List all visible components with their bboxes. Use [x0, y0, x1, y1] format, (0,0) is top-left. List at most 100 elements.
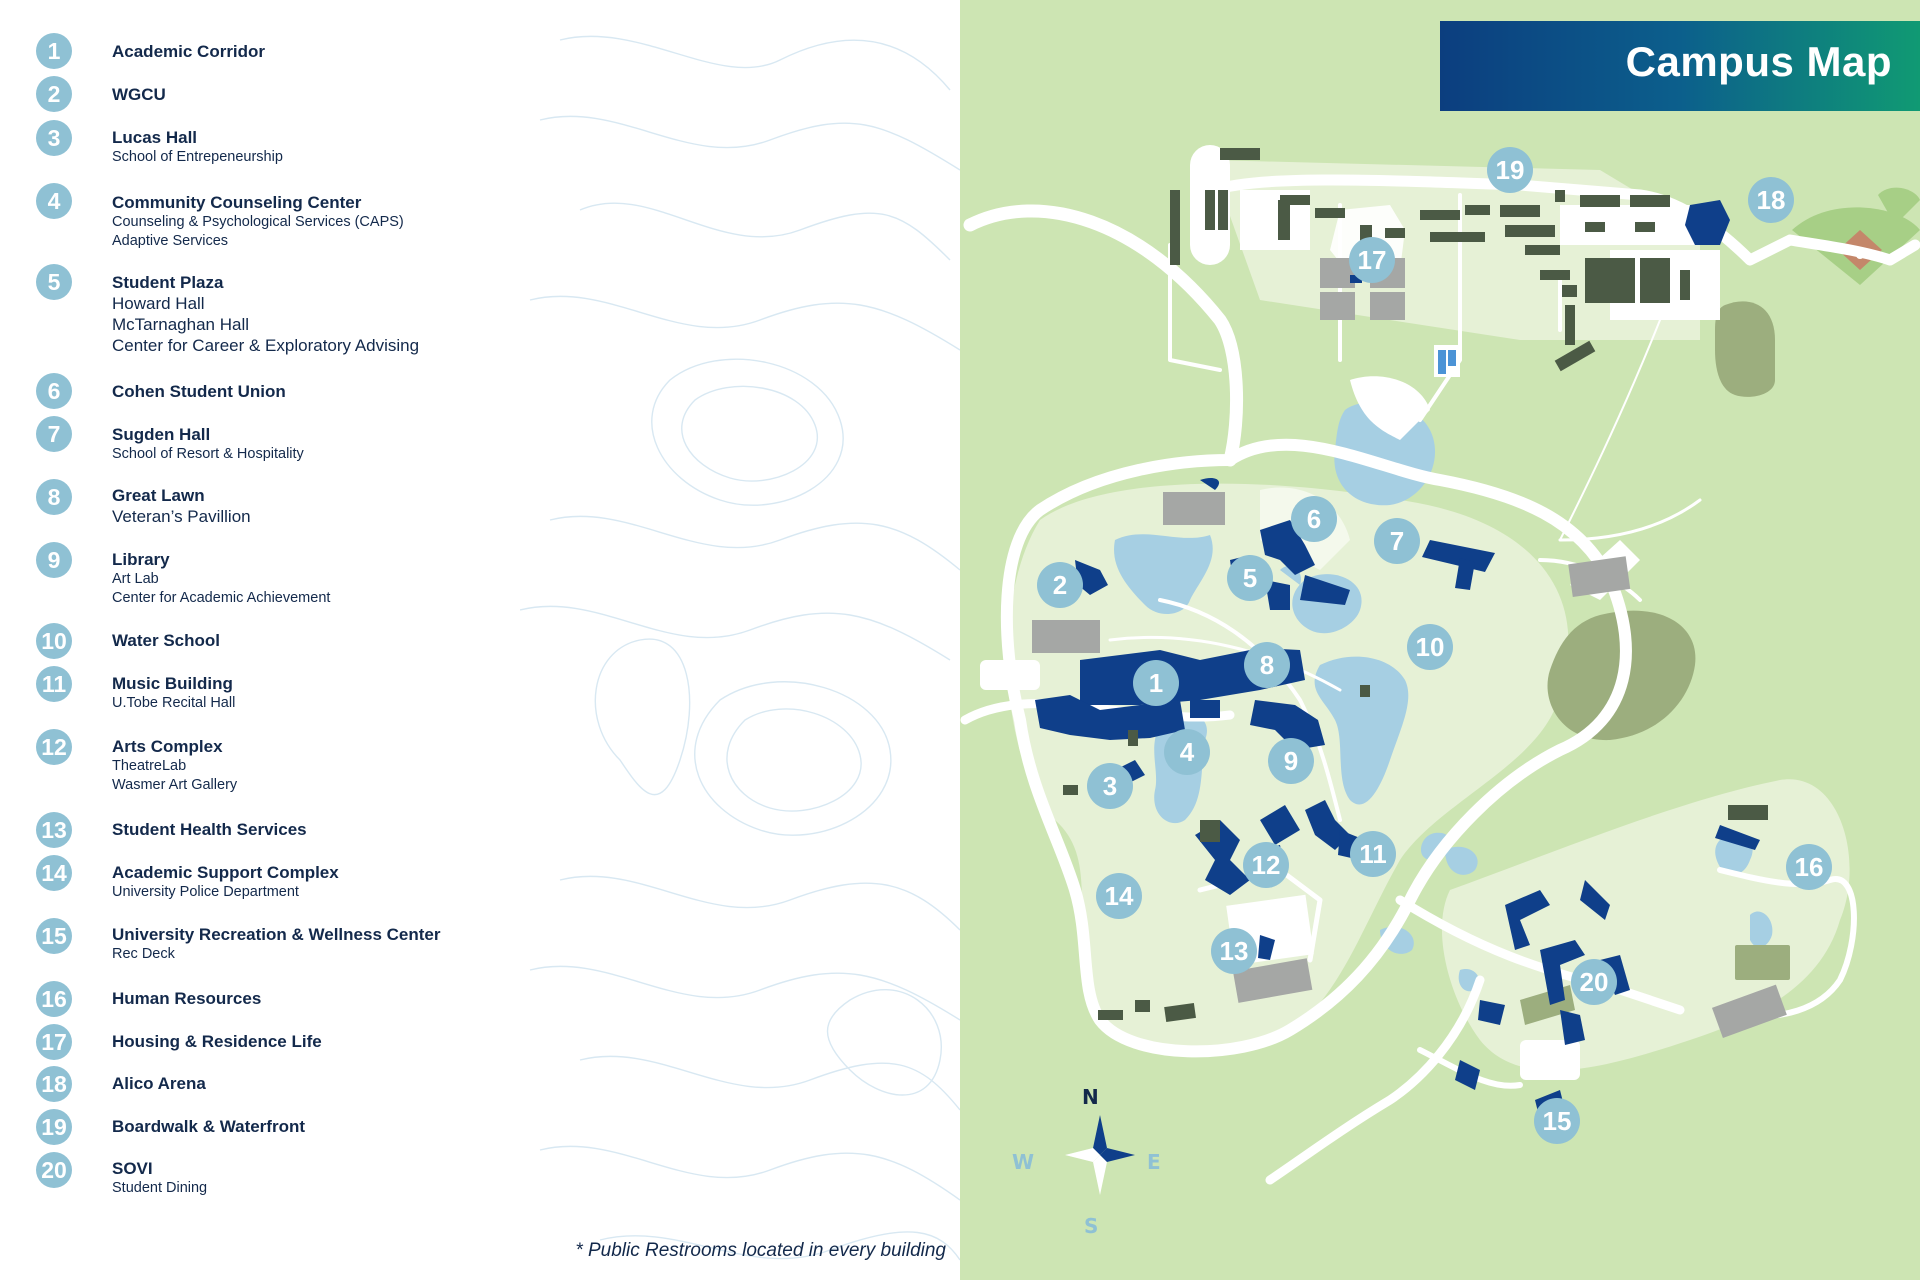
legend-subitem: McTarnaghan Hall: [112, 315, 250, 334]
legend-name: Boardwalk & Waterfront: [112, 1117, 306, 1136]
legend-number-badge: 14: [36, 855, 72, 891]
compass-south-label: S: [1084, 1214, 1099, 1238]
legend-subitem: Veteran’s Pavillion: [112, 507, 251, 526]
legend-text: Cohen Student Union: [112, 382, 286, 402]
legend-number-badge: 8: [36, 479, 72, 515]
service-buildings: [1063, 148, 1768, 1023]
legend-subitem: University Police Department: [112, 884, 299, 900]
legend-number-badge: 13: [36, 812, 72, 848]
pools: [1434, 345, 1460, 377]
legend-text: Community Counseling Center Counseling &…: [112, 193, 404, 251]
legend-number-badge: 2: [36, 76, 72, 112]
legend-number-badge: 19: [36, 1109, 72, 1145]
legend-name: Great Lawn: [112, 486, 205, 505]
topographic-pattern: [520, 35, 960, 1261]
legend-panel: 1 Academic Corridor 2 WGCU 3 Lucas Hall …: [36, 33, 960, 1261]
legend-number-badge: 15: [36, 918, 72, 954]
legend-number-badge: 11: [36, 666, 72, 702]
map-title: Campus Map: [1625, 38, 1892, 85]
legend-name: SOVI: [112, 1159, 153, 1178]
legend-text: Water School: [112, 631, 220, 651]
legend-name: Sugden Hall: [112, 425, 211, 444]
legend-name: WGCU: [112, 85, 166, 104]
legend-name: Student Plaza: [112, 273, 224, 292]
legend-subitem: Counseling & Psychological Services (CAP…: [112, 214, 404, 230]
legend-number-badge: 16: [36, 981, 72, 1017]
map-marker-10[interactable]: 10: [1407, 624, 1453, 670]
legend-subitem: School of Entrepeneurship: [112, 149, 283, 165]
legend-subitem: Howard Hall: [112, 294, 205, 313]
legend-number-badge: 10: [36, 623, 72, 659]
compass-east-label: E: [1147, 1150, 1161, 1174]
map-marker-11[interactable]: 11: [1350, 831, 1396, 877]
legend-name: Water School: [112, 631, 220, 650]
legend-number-badge: 9: [36, 542, 72, 578]
map-marker-9[interactable]: 9: [1268, 738, 1314, 784]
legend-subitem: Adaptive Services: [112, 233, 229, 249]
map-marker-6[interactable]: 6: [1291, 496, 1337, 542]
legend-name: University Recreation & Wellness Center: [112, 925, 441, 944]
legend-number-badge: 7: [36, 416, 72, 452]
legend-text: Sugden Hall School of Resort & Hospitali…: [112, 425, 304, 464]
legend-subitem: TheatreLab: [112, 758, 187, 774]
legend-text: SOVI Student Dining: [112, 1159, 207, 1198]
map-marker-14[interactable]: 14: [1096, 873, 1142, 919]
legend-name: Alico Arena: [112, 1074, 206, 1093]
legend-subitem: Center for Academic Achievement: [112, 590, 331, 606]
legend-name: Lucas Hall: [112, 128, 198, 147]
legend-text: Academic Corridor: [112, 42, 265, 62]
legend-text: Alico Arena: [112, 1074, 206, 1094]
legend-number-badge: 17: [36, 1024, 72, 1060]
map-marker-2[interactable]: 2: [1037, 562, 1083, 608]
legend-text: Great Lawn Veteran’s Pavillion: [112, 486, 251, 527]
legend-text: Student Health Services: [112, 820, 307, 840]
map-marker-19[interactable]: 19: [1487, 147, 1533, 193]
map-marker-5[interactable]: 5: [1227, 555, 1273, 601]
legend-subitem: U.Tobe Recital Hall: [112, 695, 236, 711]
legend-subitem: School of Resort & Hospitality: [112, 446, 304, 462]
legend-number-badge: 4: [36, 183, 72, 219]
legend-text: Student Plaza Howard Hall McTarnaghan Ha…: [112, 273, 419, 356]
legend-text: Lucas Hall School of Entrepeneurship: [112, 128, 283, 167]
campus-map[interactable]: Campus Map 1 2 3 4 5 6 7 8 9 10 11 12 13…: [960, 0, 1920, 1280]
map-marker-4[interactable]: 4: [1164, 729, 1210, 775]
legend-text: University Recreation & Wellness Center …: [112, 925, 440, 964]
legend-text: Music Building U.Tobe Recital Hall: [112, 674, 235, 713]
legend-text: Human Resources: [112, 989, 261, 1009]
legend-name: Human Resources: [112, 989, 262, 1008]
map-marker-8[interactable]: 8: [1244, 642, 1290, 688]
map-marker-17[interactable]: 17: [1349, 237, 1395, 283]
map-marker-18[interactable]: 18: [1748, 177, 1794, 223]
map-marker-20[interactable]: 20: [1571, 959, 1617, 1005]
legend-subitem: Student Dining: [112, 1180, 208, 1196]
map-marker-12[interactable]: 12: [1243, 842, 1289, 888]
restroom-footnote: * Public Restrooms located in every buil…: [575, 1240, 946, 1261]
map-marker-13[interactable]: 13: [1211, 928, 1257, 974]
map-marker-3[interactable]: 3: [1087, 763, 1133, 809]
legend-text: Arts Complex TheatreLab Wasmer Art Galle…: [112, 737, 237, 795]
legend-name: Student Health Services: [112, 820, 307, 839]
map-marker-15[interactable]: 15: [1534, 1098, 1580, 1144]
campus-grounds: [1007, 160, 1850, 1071]
compass-west-label: W: [1012, 1150, 1035, 1174]
map-title-banner: Campus Map: [1440, 21, 1920, 111]
legend-subitem: Rec Deck: [112, 946, 175, 962]
legend-text: Academic Support Complex University Poli…: [112, 863, 339, 902]
legend-text: WGCU: [112, 85, 166, 105]
legend-name: Music Building: [112, 674, 233, 693]
legend-name: Academic Support Complex: [112, 863, 339, 882]
map-marker-1[interactable]: 1: [1133, 660, 1179, 706]
legend-number-badge: 1: [36, 33, 72, 69]
legend-name: Library: [112, 550, 170, 569]
legend-subitem: Wasmer Art Gallery: [112, 777, 238, 793]
legend-name: Academic Corridor: [112, 42, 266, 61]
map-marker-7[interactable]: 7: [1374, 518, 1420, 564]
legend-name: Cohen Student Union: [112, 382, 286, 401]
legend-number-badge: 18: [36, 1066, 72, 1102]
legend-name: Arts Complex: [112, 737, 223, 756]
legend-text: Housing & Residence Life: [112, 1032, 322, 1052]
gray-lots: [1032, 258, 1787, 1038]
legend-text: Boardwalk & Waterfront: [112, 1117, 305, 1137]
map-marker-16[interactable]: 16: [1786, 844, 1832, 890]
legend-number-badge: 6: [36, 373, 72, 409]
